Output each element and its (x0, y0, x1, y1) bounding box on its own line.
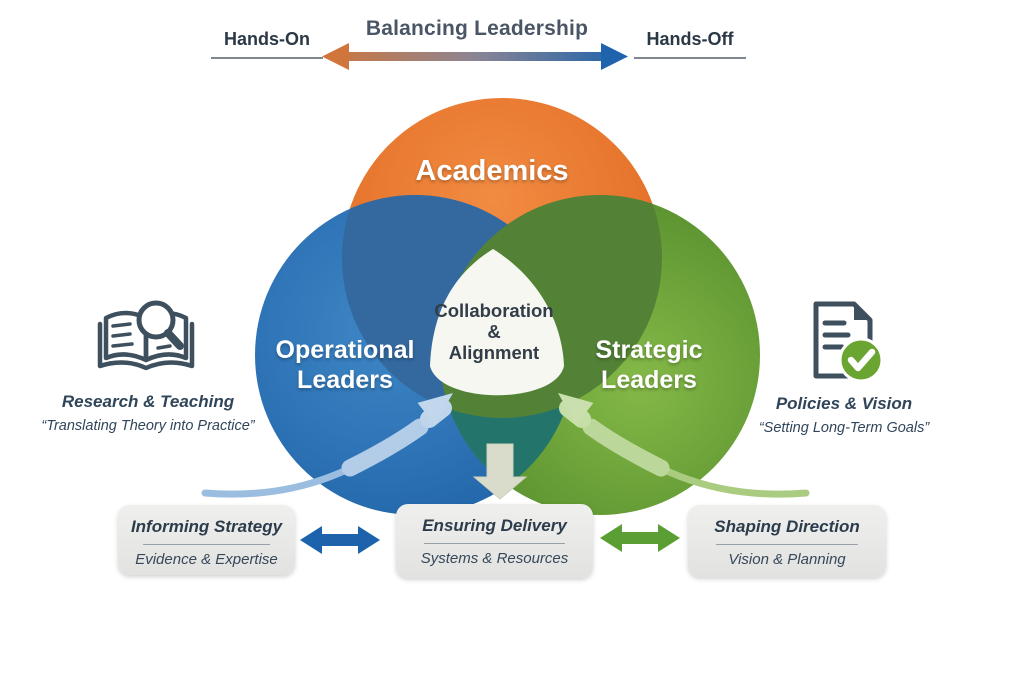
policies-vision-quote: “Setting Long-Term Goals” (758, 420, 930, 436)
informing-strategy-subtitle: Evidence & Expertise (135, 551, 278, 568)
center-down-arrow (472, 443, 528, 500)
hands-on-label: Hands-On (211, 29, 323, 59)
operational-leaders-label: Operational Leaders (275, 336, 415, 394)
right-swoosh-arrow (558, 393, 810, 498)
book-magnifier-icon (97, 300, 195, 371)
strategic-leaders-label: Strategic Leaders (595, 336, 703, 394)
box-divider (142, 544, 271, 545)
policies-vision-callout: Policies & Vision “Setting Long-Term Goa… (727, 298, 961, 436)
left-swoosh-arrow (201, 393, 453, 498)
balancing-arrow (322, 43, 628, 70)
hands-off-label: Hands-Off (634, 29, 746, 59)
research-teaching-title: Research & Teaching (61, 392, 235, 411)
research-teaching-callout: Research & Teaching “Translating Theory … (31, 296, 265, 434)
green-double-arrow (600, 524, 680, 552)
blue-double-arrow (300, 526, 380, 554)
policies-vision-title: Policies & Vision (775, 394, 913, 413)
informing-strategy-box: Informing Strategy Evidence & Expertise (118, 505, 295, 575)
center-intersection (430, 249, 564, 396)
research-teaching-quote: “Translating Theory into Practice” (41, 418, 255, 434)
ensuring-delivery-title: Ensuring Delivery (422, 516, 567, 535)
shaping-direction-box: Shaping Direction Vision & Planning (688, 505, 886, 577)
shaping-direction-title: Shaping Direction (714, 517, 860, 536)
collaboration-alignment-label: Collaboration & Alignment (434, 300, 554, 363)
academics-label: Academics (415, 155, 569, 187)
ensuring-delivery-box: Ensuring Delivery Systems & Resources (396, 504, 593, 578)
box-divider (423, 543, 566, 544)
informing-strategy-title: Informing Strategy (130, 517, 283, 536)
document-check-icon (813, 301, 884, 383)
diagram-title: Balancing Leadership (365, 17, 589, 40)
ensuring-delivery-subtitle: Systems & Resources (420, 550, 569, 567)
box-divider (715, 544, 859, 545)
shaping-direction-subtitle: Vision & Planning (728, 551, 846, 568)
